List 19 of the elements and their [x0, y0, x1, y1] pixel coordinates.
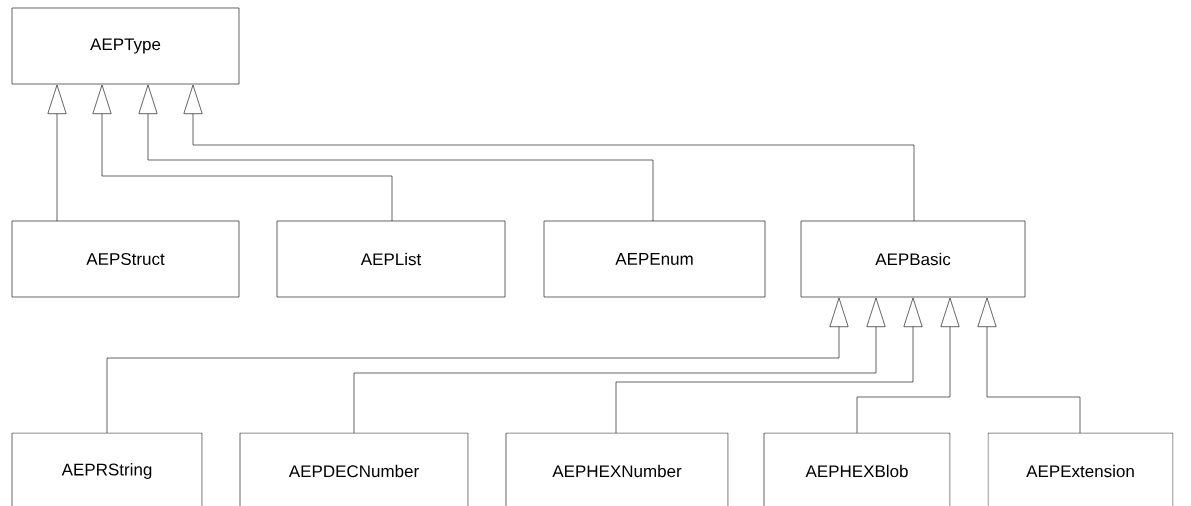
class-box: AEPType — [11, 7, 240, 85]
inheritance-arrow — [977, 297, 1081, 434]
inheritance-arrow — [615, 297, 923, 434]
class-box: AEPList — [276, 220, 506, 298]
inheritance-arrow — [183, 84, 915, 222]
inheritance-arrow — [353, 297, 886, 434]
inheritance-arrow — [92, 84, 393, 222]
class-box: AEPEnum — [543, 220, 766, 298]
inheritance-arrow — [106, 297, 849, 434]
class-box: AEPBasic — [800, 220, 1026, 298]
class-box: AEPRString — [11, 432, 203, 506]
class-box: AEPDECNumber — [239, 432, 469, 506]
inheritance-arrow — [47, 84, 67, 222]
inheritance-arrow — [138, 84, 654, 222]
class-box: AEPExtension — [987, 432, 1174, 506]
class-box: AEPHEXBlob — [763, 432, 951, 506]
class-box: AEPHEXNumber — [505, 432, 729, 506]
inheritance-arrow — [856, 297, 960, 434]
class-box: AEPStruct — [11, 220, 240, 298]
